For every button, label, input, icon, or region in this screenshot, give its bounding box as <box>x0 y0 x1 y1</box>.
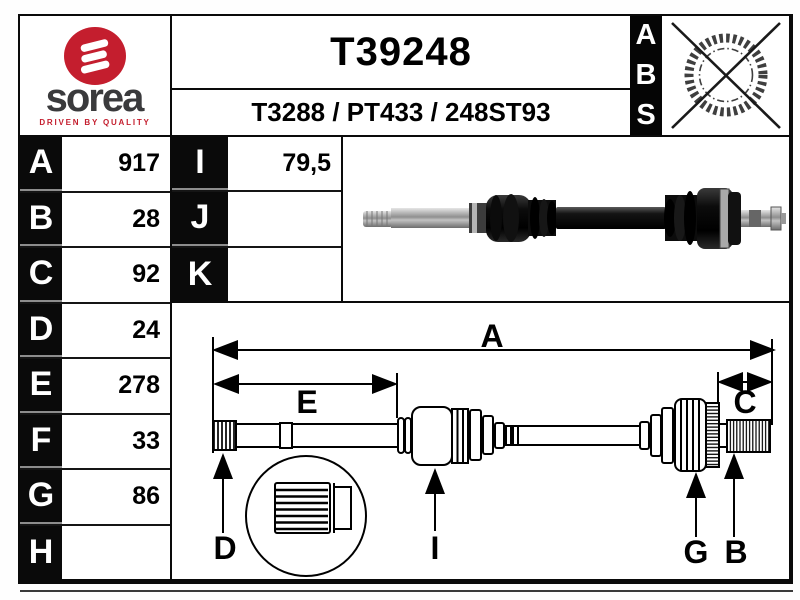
photo-outer-boot-and-joint <box>664 188 741 249</box>
spec-label: I <box>172 137 228 191</box>
spec-label: G <box>20 470 62 524</box>
cross-references: T3288 / PT433 / 248ST93 <box>251 97 551 127</box>
callout-label-b: B <box>724 534 747 570</box>
sheet-frame: sorea DRIVEN BY QUALITY T39248 T3288 / P… <box>18 14 793 584</box>
spec-label: E <box>20 359 62 413</box>
abs-ring-crossed-icon <box>662 16 789 135</box>
spec-value <box>62 525 170 579</box>
spline-detail-circle <box>245 455 367 577</box>
spec-value <box>228 192 341 246</box>
spec-label: H <box>20 525 62 579</box>
spec-value: 917 <box>62 137 170 191</box>
logo-cell-border <box>170 16 172 135</box>
sorea-s-icon-bars <box>80 39 110 74</box>
crossed-out-x <box>671 22 781 129</box>
spec-value: 86 <box>62 470 170 524</box>
part-number: T39248 <box>330 29 472 74</box>
sheet-shadow <box>20 590 793 592</box>
dim-label-c: C <box>733 384 756 420</box>
dim-label-a: A <box>480 318 503 354</box>
spec-table-2-border <box>341 137 343 301</box>
table-row: J <box>172 192 341 248</box>
spec-value: 28 <box>62 192 170 246</box>
spec-value: 24 <box>62 303 170 357</box>
spec-label: B <box>20 192 62 246</box>
spec-label: A <box>20 137 62 191</box>
photo-inner-joint-and-boot <box>486 194 557 242</box>
abs-tone-ring-inner <box>698 47 754 103</box>
spec-label: F <box>20 414 62 468</box>
brand-name: sorea <box>46 76 145 120</box>
sorea-logo-graphic: sorea DRIVEN BY QUALITY <box>39 27 150 127</box>
spec-label: J <box>172 192 228 246</box>
abs-strip: A B S <box>630 16 662 135</box>
dimension-lines <box>212 337 776 453</box>
spec-value: 278 <box>62 359 170 413</box>
header-bottom-border <box>20 135 789 137</box>
spec-value <box>228 247 341 301</box>
dim-label-e: E <box>296 384 317 420</box>
table-row: H <box>20 525 170 579</box>
callout-label-d: D <box>213 530 236 566</box>
spec-value: 33 <box>62 414 170 468</box>
title-divider <box>172 88 630 90</box>
spec-label: C <box>20 248 62 302</box>
callout-label-i: I <box>431 530 440 566</box>
abs-letter-s: S <box>636 98 656 131</box>
spec-value: 92 <box>62 248 170 302</box>
photo-left-spline-stub <box>363 203 487 233</box>
sorea-logo: sorea DRIVEN BY QUALITY <box>20 16 170 135</box>
photo-threaded-stub <box>741 206 786 231</box>
callout-arrows <box>213 453 744 537</box>
spec-table-border <box>170 137 172 579</box>
driveshaft-photo <box>343 137 789 301</box>
photo-shaft <box>556 207 666 229</box>
drawing-top-border <box>172 301 789 303</box>
spec-label: D <box>20 303 62 357</box>
spec-value: 79,5 <box>228 137 341 191</box>
callout-label-g: G <box>684 534 709 570</box>
abs-letter-a: A <box>635 19 657 52</box>
abs-letter-b: B <box>635 58 657 91</box>
table-row: K <box>172 247 341 301</box>
brand-tagline: DRIVEN BY QUALITY <box>39 118 150 127</box>
abs-tone-ring <box>684 33 768 117</box>
driveshaft-drawing: A E C <box>172 303 789 579</box>
spec-label: K <box>172 247 228 301</box>
axle-outline <box>212 398 771 472</box>
